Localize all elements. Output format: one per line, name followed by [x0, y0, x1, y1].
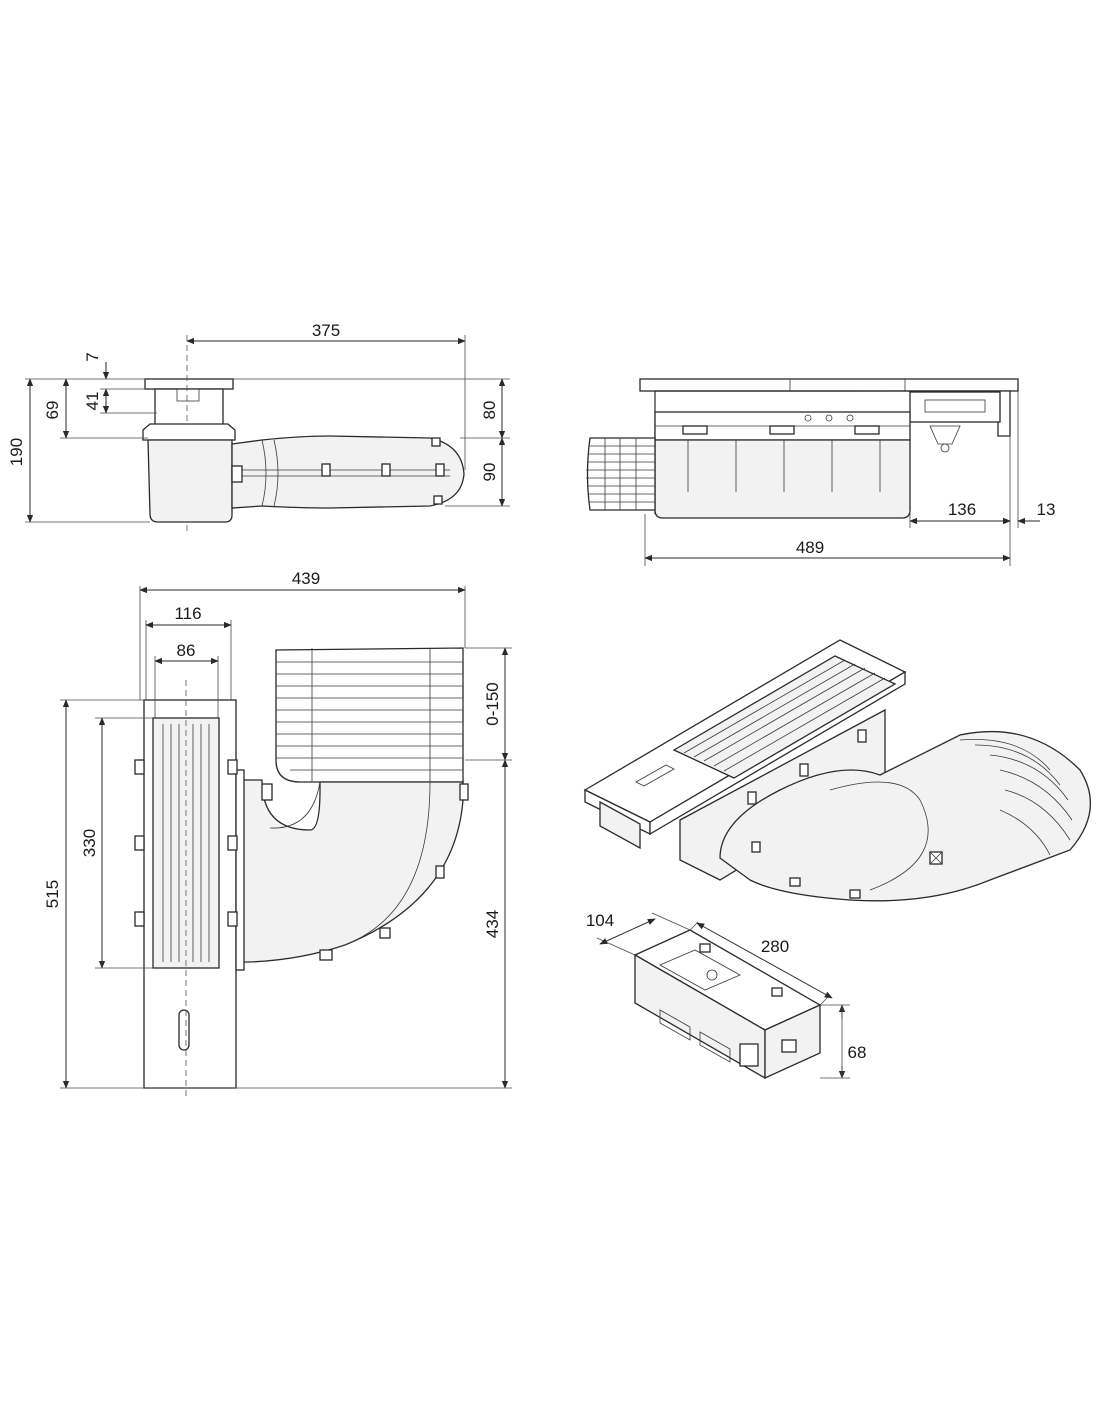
side-top-plate — [144, 378, 234, 390]
side-duct — [231, 435, 465, 509]
dim-69: 69 — [43, 401, 62, 420]
dim-13: 13 — [1037, 500, 1056, 519]
front-housing — [654, 439, 911, 519]
isometric-view — [583, 639, 1092, 902]
dim-375: 375 — [312, 321, 340, 340]
module-iso-view: 104 280 68 — [586, 911, 867, 1080]
plan-view: 439 116 86 0-150 515 330 434 — [43, 569, 512, 1100]
dim-489: 489 — [796, 538, 824, 557]
dim-515: 515 — [43, 880, 62, 908]
side-flange — [142, 423, 236, 441]
dim-7: 7 — [83, 352, 102, 361]
dim-116: 116 — [174, 604, 201, 623]
dim-439: 439 — [292, 569, 320, 588]
front-top-plate — [639, 378, 1019, 392]
dim-68: 68 — [848, 1043, 867, 1062]
dim-330: 330 — [80, 829, 99, 857]
front-view: 489 136 13 — [586, 378, 1056, 566]
dim-190: 190 — [7, 438, 26, 466]
side-view: 375 7 41 69 190 80 90 — [7, 321, 510, 535]
dim-136: 136 — [948, 500, 976, 519]
dim-434: 434 — [483, 910, 502, 938]
side-housing — [147, 439, 233, 523]
dim-41: 41 — [83, 392, 102, 411]
iso-duct — [719, 730, 1092, 902]
iso-grille — [672, 655, 897, 779]
dim-80: 80 — [480, 401, 499, 420]
front-duct-grille — [586, 437, 656, 511]
dim-280: 280 — [761, 937, 789, 956]
plan-duct-grille — [275, 647, 464, 783]
side-recess — [154, 388, 224, 426]
plan-duct-bend — [239, 779, 464, 963]
dim-104: 104 — [586, 911, 614, 930]
dim-86: 86 — [177, 641, 196, 660]
dim-0-150: 0-150 — [483, 682, 502, 725]
dim-90: 90 — [480, 463, 499, 482]
